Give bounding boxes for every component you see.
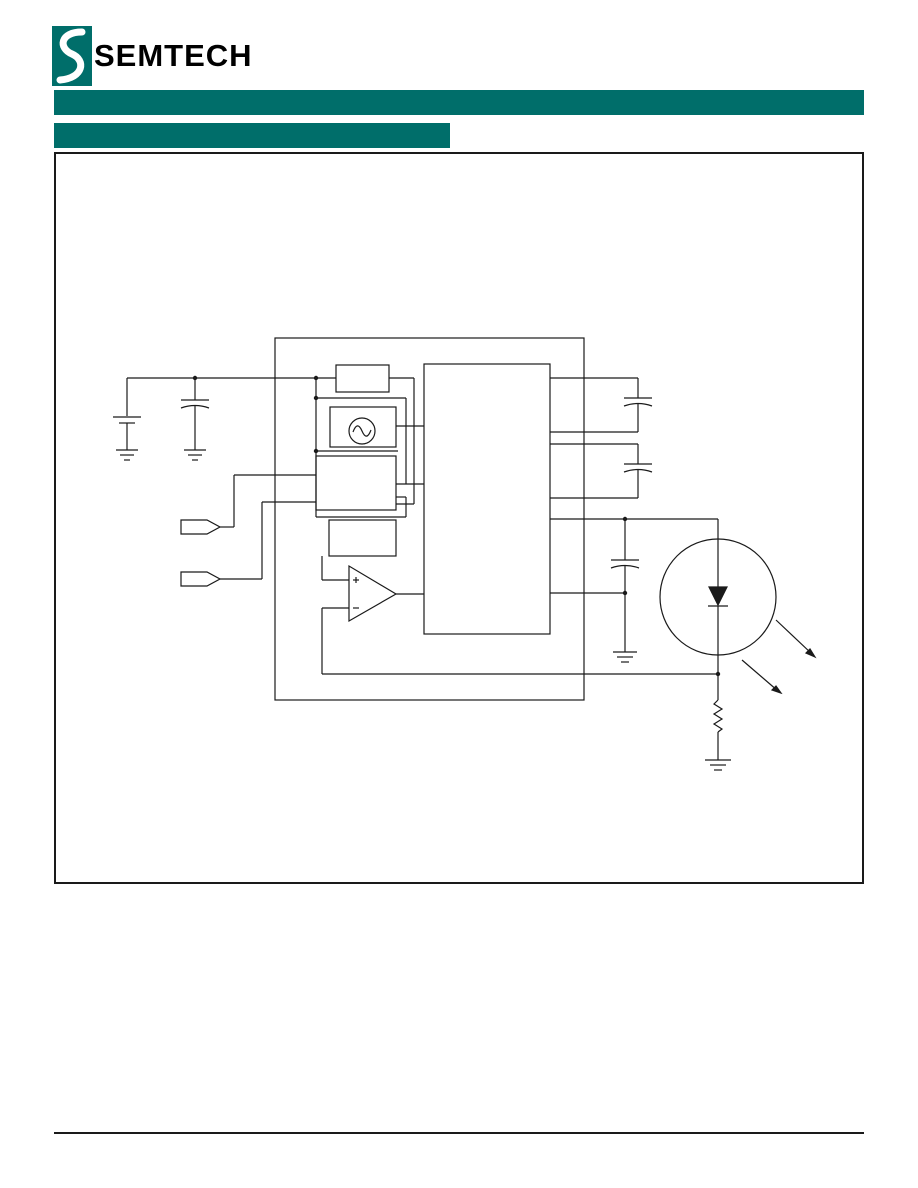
charge-pump-block (423, 363, 551, 635)
semtech-logo: SEMTECH (52, 26, 322, 88)
footer-rule (54, 1132, 864, 1134)
output-capacitor (610, 519, 640, 652)
section-band (54, 123, 450, 148)
oscillator-block (329, 406, 397, 448)
control-logic-block (315, 455, 397, 511)
figure-frame (54, 152, 864, 884)
light-emission-arrow-icon (741, 619, 817, 695)
header-band (54, 90, 864, 115)
flying-capacitor-2 (550, 443, 653, 499)
reference-block (328, 519, 397, 557)
ground-symbol-icon (116, 449, 138, 461)
semtech-s-logo-icon (52, 26, 92, 86)
ground-symbol-icon (705, 759, 731, 771)
ic-outline (274, 337, 585, 701)
sense-resistor (712, 699, 724, 733)
control-input-1 (180, 474, 316, 535)
ground-symbol-icon (613, 651, 637, 663)
led-diode-icon (708, 586, 728, 674)
brand-name: SEMTECH (94, 38, 253, 73)
control-input-2 (180, 501, 316, 587)
ground-symbol-icon (184, 449, 206, 461)
input-capacitor (180, 399, 210, 450)
battery-symbol (113, 416, 141, 450)
sine-wave-icon (348, 417, 376, 445)
flying-capacitor-1 (550, 377, 653, 433)
regulator-block (335, 364, 390, 393)
junction-dots (192, 375, 721, 677)
error-amplifier (348, 564, 398, 623)
